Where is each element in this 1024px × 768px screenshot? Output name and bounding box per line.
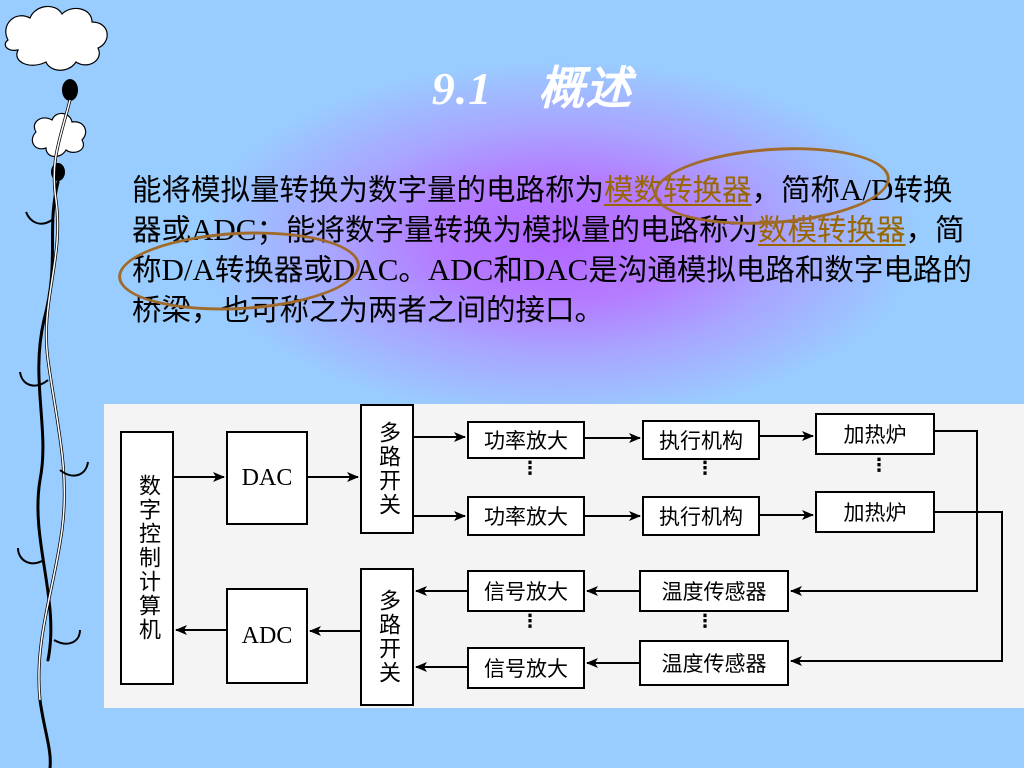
actuator-label: 执行机构 [659,505,743,529]
ellipsis-temp-sensor: ⋮ [696,613,714,631]
computer-box: 数字控制计算机 [120,431,174,685]
ellipsis-glyph: ⋮ [521,611,539,632]
para-text: DAC [332,252,399,287]
power-amp-label: 功率放大 [484,429,568,453]
power-amp-box-1: 功率放大 [467,421,585,459]
para-text: ，简称 [132,213,965,287]
temp-sensor-label: 温度传感器 [661,580,767,604]
para-text: DAC [522,252,589,287]
para-text: ；能将数字量转换为模拟量的电路称为 [256,213,758,247]
signal-amp-label: 信号放大 [484,580,568,604]
para-text: ADC [191,212,257,247]
dac-box: DAC [226,431,308,525]
dac-label: DAC [241,464,293,491]
term-dac-link[interactable]: 数模转换器 [757,213,906,247]
para-text: ，简称 [751,173,841,207]
para-text: ADC [427,252,494,287]
title-text: 概述 [538,63,633,114]
ellipsis-glyph: ⋮ [521,458,539,479]
temp-sensor-box-1: 温度传感器 [639,570,789,612]
heater-box-1: 加热炉 [815,413,935,455]
actuator-box-1: 执行机构 [642,420,760,460]
term-adc-link[interactable]: 模数转换器 [604,173,752,207]
ellipsis-heater: ⋮ [870,457,888,475]
para-text: 。 [398,253,428,287]
ellipsis-actuator: ⋮ [696,460,714,478]
adc-box: ADC [226,588,308,684]
power-amp-box-2: 功率放大 [467,496,585,536]
actuator-box-2: 执行机构 [642,496,760,536]
intro-paragraph: 能将模拟量转换为数字量的电路称为模数转换器，简称A/D转换器或ADC；能将数字量… [132,170,972,330]
ellipsis-signal-amp: ⋮ [521,613,539,631]
para-text: 转换器或 [132,173,953,247]
power-amp-label: 功率放大 [484,505,568,529]
signal-amp-box-1: 信号放大 [467,570,585,612]
actuator-label: 执行机构 [659,429,743,453]
ellipsis-power-amp: ⋮ [521,460,539,478]
heater-label: 加热炉 [843,423,907,447]
computer-label: 数字控制计算机 [135,474,160,642]
mux-bottom-box: 多路开关 [360,568,414,706]
signal-amp-label: 信号放大 [484,657,568,681]
ellipsis-glyph: ⋮ [870,455,888,476]
signal-amp-box-2: 信号放大 [467,647,585,689]
para-text: 是沟通模拟电路和数字电路的桥梁，也可称之为两者之间的接口。 [132,253,972,327]
heater-box-2: 加热炉 [815,491,935,533]
decorative-vine [4,5,108,768]
heater-label: 加热炉 [843,501,907,525]
mux-top-box: 多路开关 [360,404,414,534]
temp-sensor-label: 温度传感器 [661,652,767,676]
mux-top-label: 多路开关 [375,421,400,517]
ellipsis-glyph: ⋮ [696,458,714,479]
title-number: 9.1 [431,63,493,114]
background-glow [120,30,1000,450]
ellipsis-glyph: ⋮ [696,611,714,632]
para-text: A/D [840,172,894,207]
mux-bottom-label: 多路开关 [375,589,400,685]
temp-sensor-box-2: 温度传感器 [639,640,789,686]
para-text: 转换器或 [214,253,333,287]
para-text: D/A [161,252,215,287]
slide-title: 9.1 概述 [0,52,1024,118]
adc-label: ADC [241,622,293,649]
para-text: 能将模拟量转换为数字量的电路称为 [132,173,605,207]
para-text: 和 [493,253,523,287]
